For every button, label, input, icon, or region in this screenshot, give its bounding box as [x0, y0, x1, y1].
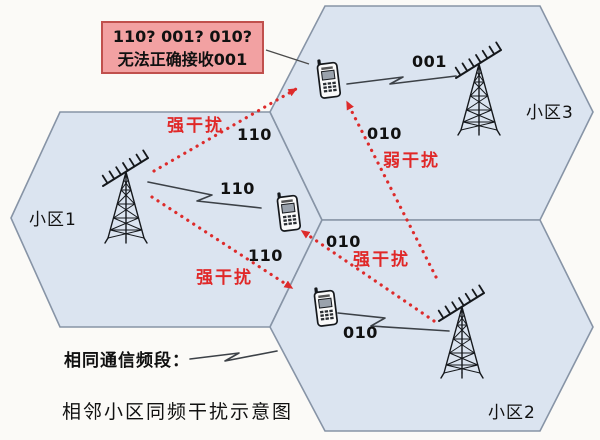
cell-1-label: 小区1: [29, 210, 77, 230]
weak-interference-arrow-tower2-to-cell3-phone: [345, 100, 438, 279]
signal-label-110-top: 110: [237, 125, 272, 144]
legend-frequency-label: 相同通信频段：: [64, 351, 190, 371]
signal-label-001-cell3-link: 001: [412, 52, 447, 71]
lightning-bolt-icon: [147, 181, 262, 209]
cell-2-label: 小区2: [488, 403, 536, 423]
weak-interference-label: 弱干扰: [383, 151, 440, 171]
strong-interference-arrow-tower1-to-cell2-phone: [150, 195, 294, 290]
cell-3-label: 小区3: [526, 103, 574, 123]
callout-box: 110? 001? 010? 无法正确接收001: [101, 21, 264, 74]
strong-interference-label-top: 强干扰: [167, 116, 224, 136]
strong-interference-label-lower: 强干扰: [196, 268, 253, 288]
signal-label-010-cell2-link: 010: [343, 323, 378, 342]
callout-line1: 110? 001? 010?: [112, 26, 253, 46]
cell-2-hexagon: [269, 219, 594, 432]
legend-lightning-bolt-icon: [189, 350, 278, 362]
strong-interference-label-mid: 强干扰: [353, 250, 410, 270]
signal-label-010-mid: 010: [326, 232, 361, 251]
lightning-bolt-icon: [346, 75, 457, 85]
diagram-caption: 相邻小区同频干扰示意图: [62, 401, 294, 423]
callout-line2: 无法正确接收001: [117, 49, 248, 69]
signal-label-010-weak: 010: [367, 124, 402, 143]
signal-label-110-cell1-link: 110: [220, 179, 255, 198]
strong-interference-arrow-tower1-to-cell3-phone: [152, 87, 298, 173]
signal-label-110-lower: 110: [248, 246, 283, 265]
lightning-bolt-icon: [337, 312, 450, 332]
callout-leader-line: [265, 49, 310, 65]
